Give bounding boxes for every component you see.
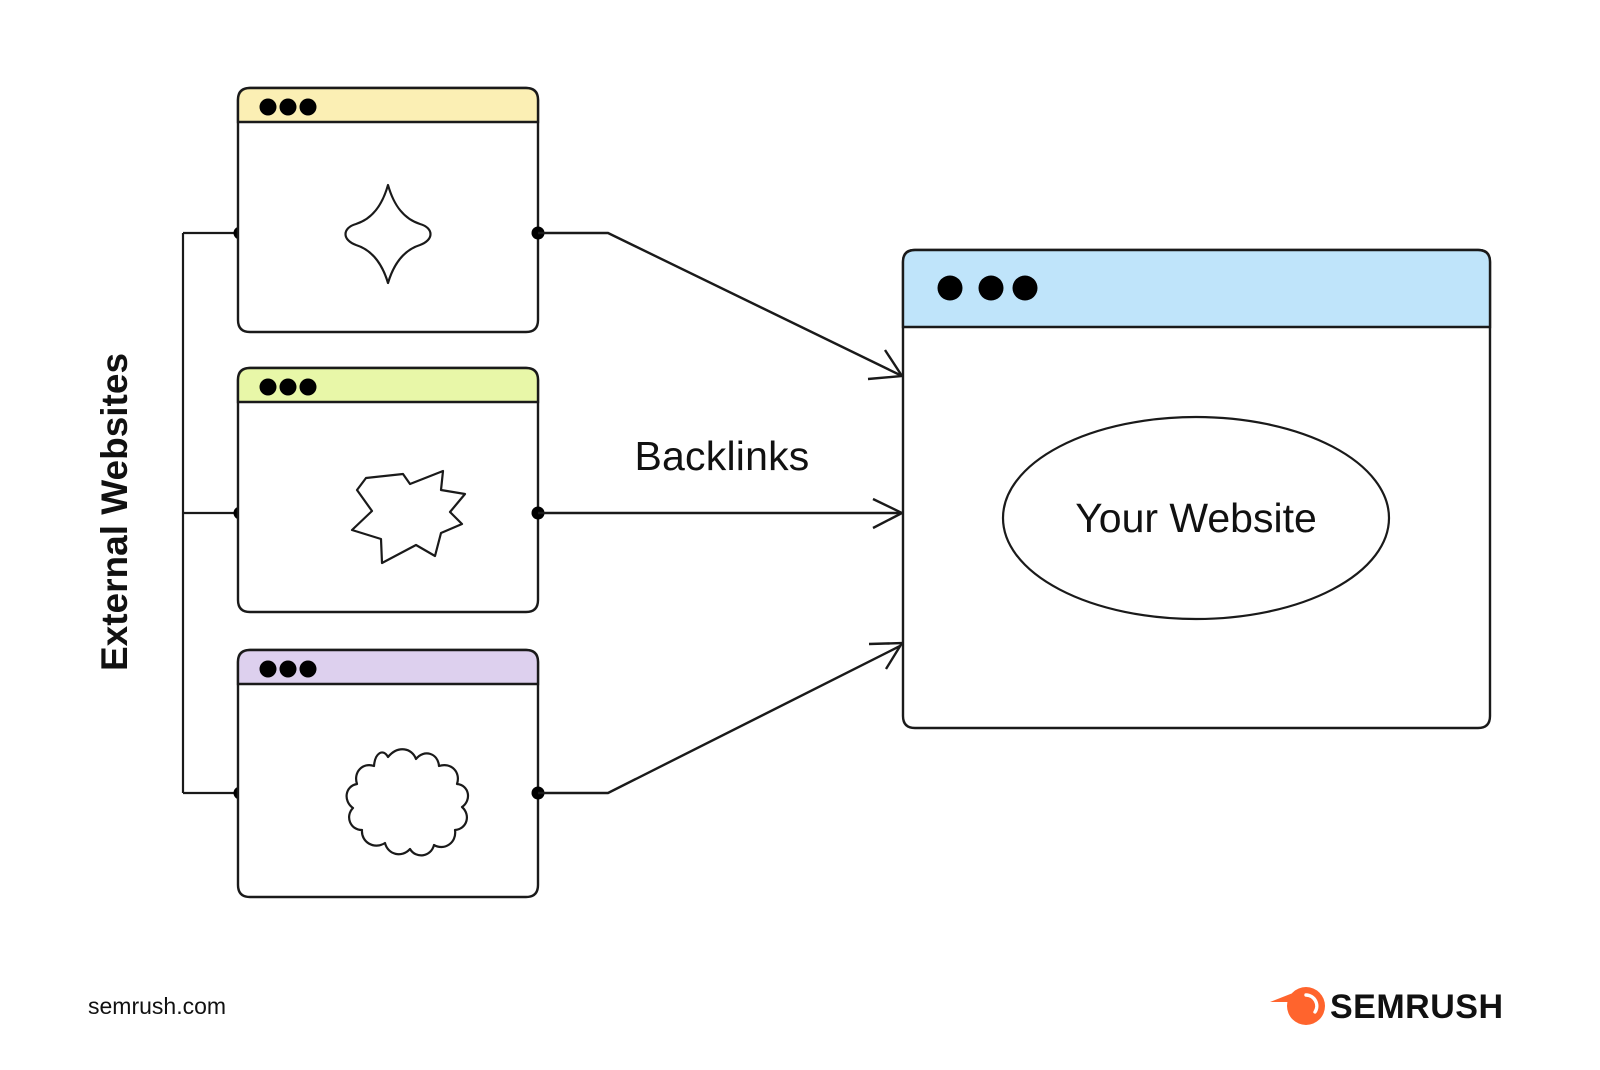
window-1-dot-3: [299, 98, 317, 116]
arrow-3-path: [538, 644, 901, 795]
window-2-frame: [236, 366, 540, 614]
window-2-dot-1: [259, 378, 277, 396]
external-window-1[interactable]: [236, 86, 545, 334]
scalloped-flower-icon: [345, 748, 470, 857]
semrush-logo-text: SEMRUSH: [1330, 988, 1504, 1026]
external-websites-label: External Websites: [94, 353, 135, 671]
backlink-arrow-1: [538, 231, 905, 381]
target-window-titlebar: [901, 248, 1492, 329]
external-window-2[interactable]: [236, 366, 545, 614]
window-3-dot-2: [279, 660, 297, 678]
semrush-comet-icon: [1270, 987, 1325, 1025]
window-2-dot-2: [279, 378, 297, 396]
window-1-dot-1: [259, 98, 277, 116]
semrush-logo: SEMRUSH: [1270, 987, 1504, 1026]
target-window-dot-3: [1012, 275, 1038, 301]
window-3-dot-3: [299, 660, 317, 678]
backlink-arrow-2: [538, 497, 905, 530]
target-window-dot-2: [978, 275, 1004, 301]
target-window-dot-1: [937, 275, 963, 301]
external-window-3[interactable]: [236, 648, 545, 899]
arrow-1-path: [538, 231, 901, 377]
target-website-ellipse: [1001, 415, 1391, 621]
window-3-dot-1: [259, 660, 277, 678]
window-3-frame: [236, 648, 540, 899]
backlink-arrow-3: [538, 641, 905, 795]
four-pointed-star-icon: [344, 183, 432, 285]
window-1-frame: [236, 86, 540, 334]
window-1-dot-2: [279, 98, 297, 116]
target-website-label: Your Website: [1075, 495, 1317, 541]
blob-polygon-icon: [350, 469, 467, 565]
window-2-dot-3: [299, 378, 317, 396]
footer-site-url: semrush.com: [88, 993, 226, 1019]
backlinks-label: Backlinks: [635, 433, 810, 479]
your-website-window[interactable]: Your Website: [901, 248, 1492, 730]
